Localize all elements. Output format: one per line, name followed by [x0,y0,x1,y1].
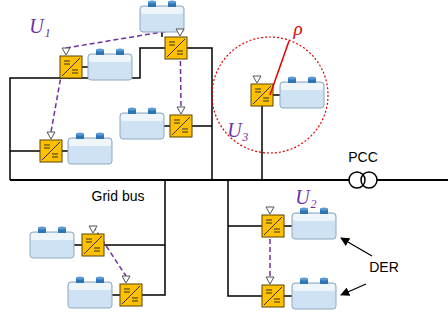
wire [228,225,262,227]
battery-icon [88,49,132,81]
battery-icon [140,1,184,33]
battery-icon [280,77,324,109]
dc-dc-converter [262,277,284,307]
bus-label: Grid bus [92,189,145,204]
wire [377,179,448,181]
set-label: U₃ [227,119,248,141]
battery-icon [68,277,112,309]
dc-dc-converter [120,276,142,306]
battery-icon [68,133,112,165]
battery-icon [30,227,74,259]
wire [10,150,40,152]
transformer-coil [361,172,377,188]
set-label: U₂ [295,186,316,208]
wire [62,150,68,152]
wire [228,180,262,296]
wire [192,125,212,127]
wire [142,180,165,295]
wire [74,244,82,246]
dc-dc-converter [82,226,104,256]
wire [82,66,88,68]
set-label: U₁ [29,15,50,37]
radius-label: ρ [293,19,302,40]
wire [273,94,280,96]
dc-dc-converter [262,207,284,237]
wire [284,295,292,297]
wire [261,106,263,180]
wires [10,32,448,296]
wire [104,244,165,246]
dc-dc-converter [170,107,192,137]
leader-arrow [341,238,372,256]
wire [112,294,120,296]
dc-dc-converter [165,29,187,59]
dc-dc-converter [251,76,273,106]
dc-dc-converter [60,48,82,78]
dc-dc-converter [40,132,62,162]
battery-icon [120,108,164,140]
wire [10,48,212,180]
wire [10,179,349,181]
wire [164,125,170,127]
devices [30,1,336,310]
der-label: DER [369,260,399,275]
battery-icon [292,278,336,310]
range-circle [212,37,328,153]
wire [284,225,292,227]
radius-line [270,41,289,95]
leader-arrow [341,284,366,295]
comm-links [51,29,270,277]
battery-icon [292,208,336,240]
pcc-label: PCC [348,150,378,165]
